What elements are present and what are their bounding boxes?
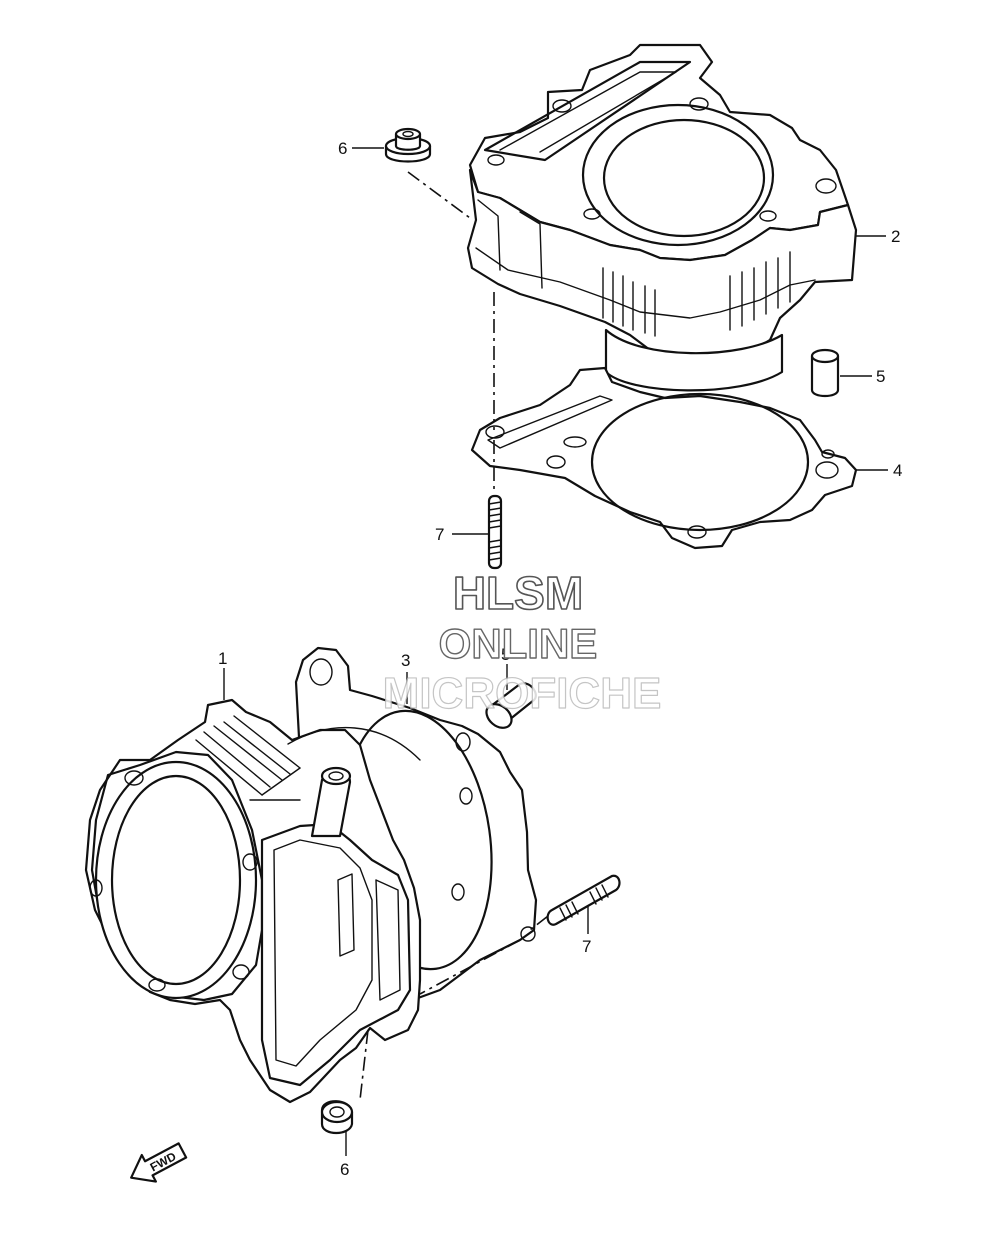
- callout-3: 3: [401, 651, 410, 670]
- dowel-pin-lower: [485, 682, 537, 729]
- callout-7-upper: 7: [435, 525, 444, 544]
- stud-bolt-lower: [546, 874, 621, 926]
- callout-5-lower: 5: [501, 645, 510, 664]
- callouts: 6 2 5 4 7 1 3 5 7 6: [218, 139, 902, 1179]
- watermark-line-2: ONLINE: [439, 620, 598, 667]
- watermark-line-3: MICROFICHE: [383, 669, 662, 718]
- callout-2: 2: [891, 227, 900, 246]
- cylinder-block-upper: [466, 43, 858, 392]
- callout-6-upper: 6: [338, 139, 347, 158]
- flange-nut-upper: [384, 127, 432, 163]
- callout-4: 4: [893, 461, 902, 480]
- cylinder-base-gasket: [470, 366, 858, 550]
- flange-nut-lower: [320, 1100, 354, 1135]
- cylinder-block-lower: [84, 698, 422, 1104]
- alignment-lines-lower: [359, 915, 549, 1101]
- callout-7-lower: 7: [582, 937, 591, 956]
- watermark-line-1: HLSM: [453, 567, 583, 619]
- callout-6-lower: 6: [340, 1160, 349, 1179]
- watermark: HLSM ONLINE MICROFICHE: [382, 566, 662, 718]
- callout-5-upper: 5: [876, 367, 885, 386]
- stud-bolt-upper: [487, 494, 503, 570]
- dowel-pin-upper: [810, 348, 840, 398]
- callout-1: 1: [218, 649, 227, 668]
- alignment-lines-upper: [407, 171, 495, 492]
- fwd-arrow-icon: FWD: [130, 1142, 188, 1183]
